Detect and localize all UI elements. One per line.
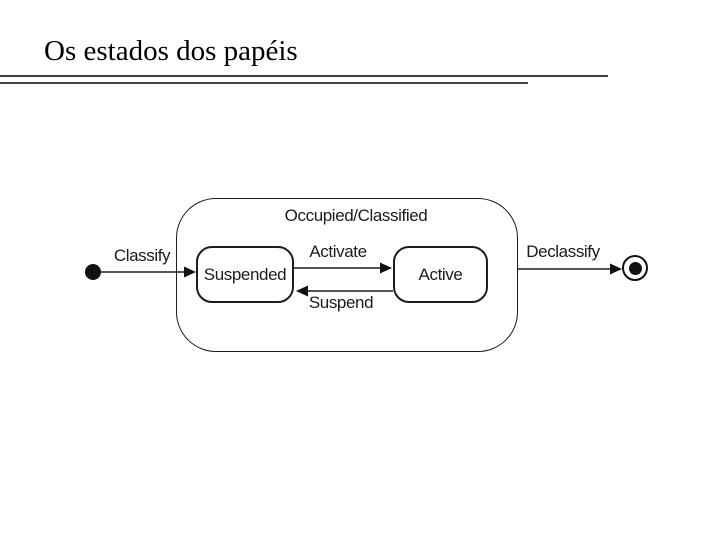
initial-state-marker (85, 264, 101, 280)
transition-activate (294, 262, 392, 274)
state-suspended-label: Suspended (203, 264, 287, 284)
transition-label-classify: Classify (113, 246, 171, 265)
classify-arrowhead-icon (184, 266, 196, 278)
transition-label-suspend: Suspend (308, 293, 374, 312)
state-active-label: Active (418, 264, 463, 284)
page-title: Os estados dos papéis (44, 35, 298, 67)
title-divider-top (0, 75, 608, 77)
activate-arrowhead-icon (380, 262, 392, 274)
state-suspended: Suspended (196, 246, 294, 303)
suspend-arrowhead-icon (296, 285, 308, 297)
transition-declassify (518, 263, 622, 275)
transition-suspend (296, 285, 393, 297)
final-state-marker (622, 255, 648, 281)
transition-label-declassify: Declassify (526, 242, 600, 261)
transition-classify (101, 266, 196, 278)
declassify-arrowhead-icon (610, 263, 622, 275)
transition-label-activate: Activate (309, 242, 367, 261)
title-divider-bottom (0, 82, 528, 84)
final-state-dot-icon (628, 261, 642, 275)
composite-state-label: Occupied/Classified (284, 206, 428, 225)
state-active: Active (393, 246, 488, 303)
